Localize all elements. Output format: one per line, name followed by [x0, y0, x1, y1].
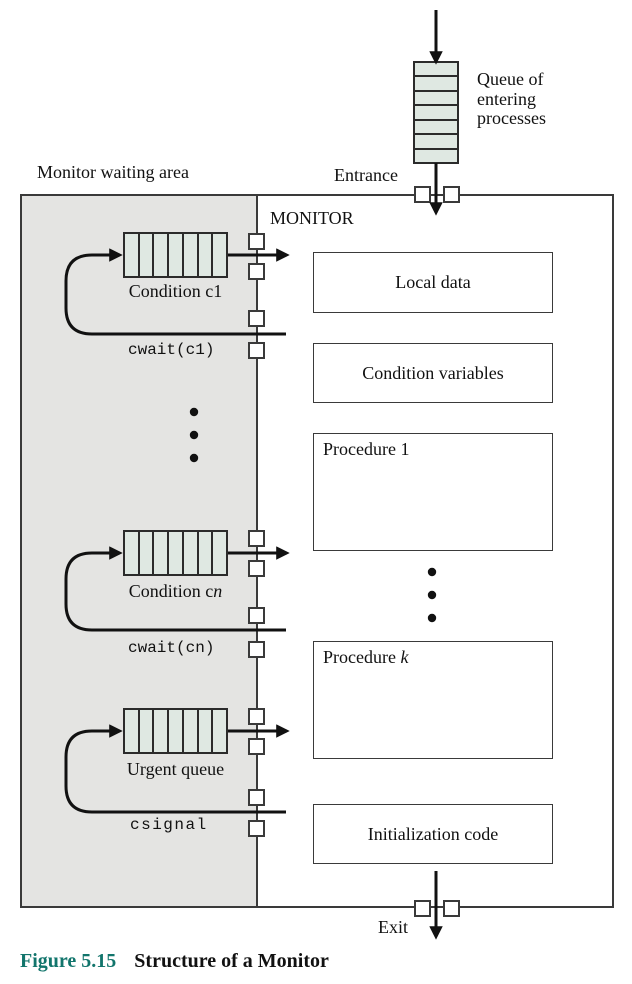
monitor-boundary-box	[20, 194, 614, 908]
wall-gate-square	[248, 738, 265, 755]
queue-slot	[139, 234, 153, 276]
queue-slot	[213, 234, 227, 276]
queue-slot	[415, 135, 457, 148]
procedure-k-label: Procedure k	[323, 647, 409, 667]
entrance-label: Entrance	[334, 165, 398, 185]
wall-gate-square	[248, 607, 265, 624]
queue-slot	[169, 234, 182, 276]
local-data-box: Local data	[313, 252, 553, 313]
urgent-queue-label: Urgent queue	[126, 759, 225, 779]
queue-slot	[415, 91, 457, 105]
wall-gate-square	[248, 530, 265, 547]
queue-slot	[415, 120, 457, 134]
urgent-queue	[123, 708, 228, 754]
queue-slot	[183, 710, 197, 752]
queue-slot	[139, 532, 153, 574]
queue-slot	[415, 106, 457, 119]
procedure-1-box: Procedure 1	[313, 433, 553, 551]
condition-variables-box: Condition variables	[313, 343, 553, 403]
entering-queue-label: Queue of entering processes	[477, 69, 546, 128]
local-data-label: Local data	[395, 272, 471, 292]
procedure-k-box: Procedure k	[313, 641, 553, 759]
queue-slot	[125, 532, 138, 574]
queue-slot	[169, 532, 182, 574]
entrance-gate-square	[443, 186, 460, 203]
queue-slot	[198, 532, 212, 574]
exit-label: Exit	[378, 917, 408, 937]
wall-gate-square	[248, 641, 265, 658]
waiting-area-label: Monitor waiting area	[37, 162, 189, 182]
queue-slot	[213, 710, 227, 752]
wall-gate-square	[248, 310, 265, 327]
wall-gate-square	[248, 820, 265, 837]
exit-gate-square	[443, 900, 460, 917]
wall-gate-square	[248, 233, 265, 250]
procedure-1-label: Procedure 1	[323, 439, 410, 459]
wall-gate-square	[248, 560, 265, 577]
condition-cn-queue	[123, 530, 228, 576]
figure-title: Structure of a Monitor	[134, 950, 329, 972]
queue-slot	[154, 710, 168, 752]
queue-slot	[169, 710, 182, 752]
cwait-c1-call-label: cwait(c1)	[128, 341, 215, 359]
entering-processes-queue	[413, 61, 459, 164]
cwait-cn-call-label: cwait(cn)	[128, 639, 215, 657]
queue-slot	[415, 63, 457, 76]
figure-number: Figure 5.15	[20, 950, 117, 972]
exit-gate-square	[414, 900, 431, 917]
queue-slot	[154, 234, 168, 276]
csignal-call-label: csignal	[130, 816, 208, 834]
condition-cn-label: Condition cn	[128, 581, 223, 601]
figure-caption: Figure 5.15 Structure of a Monitor	[20, 950, 329, 973]
queue-slot	[198, 710, 212, 752]
initialization-code-label: Initialization code	[367, 823, 499, 844]
initialization-code-box: Initialization code	[313, 804, 553, 864]
wall-gate-square	[248, 789, 265, 806]
queue-slot	[415, 149, 457, 162]
wall-gate-square	[248, 342, 265, 359]
wall-gate-square	[248, 263, 265, 280]
condition-c1-queue	[123, 232, 228, 278]
condition-c1-label: Condition c1	[128, 281, 223, 301]
queue-slot	[154, 532, 168, 574]
queue-slot	[183, 532, 197, 574]
queue-slot	[213, 532, 227, 574]
queue-slot	[183, 234, 197, 276]
condition-variables-label: Condition variables	[362, 362, 504, 383]
monitor-title: MONITOR	[270, 208, 354, 228]
queue-slot	[125, 710, 138, 752]
queue-slot	[125, 234, 138, 276]
queue-slot	[415, 77, 457, 90]
queue-slot	[139, 710, 153, 752]
entrance-gate-square	[414, 186, 431, 203]
monitor-wall-line	[256, 194, 258, 908]
queue-slot	[198, 234, 212, 276]
wall-gate-square	[248, 708, 265, 725]
